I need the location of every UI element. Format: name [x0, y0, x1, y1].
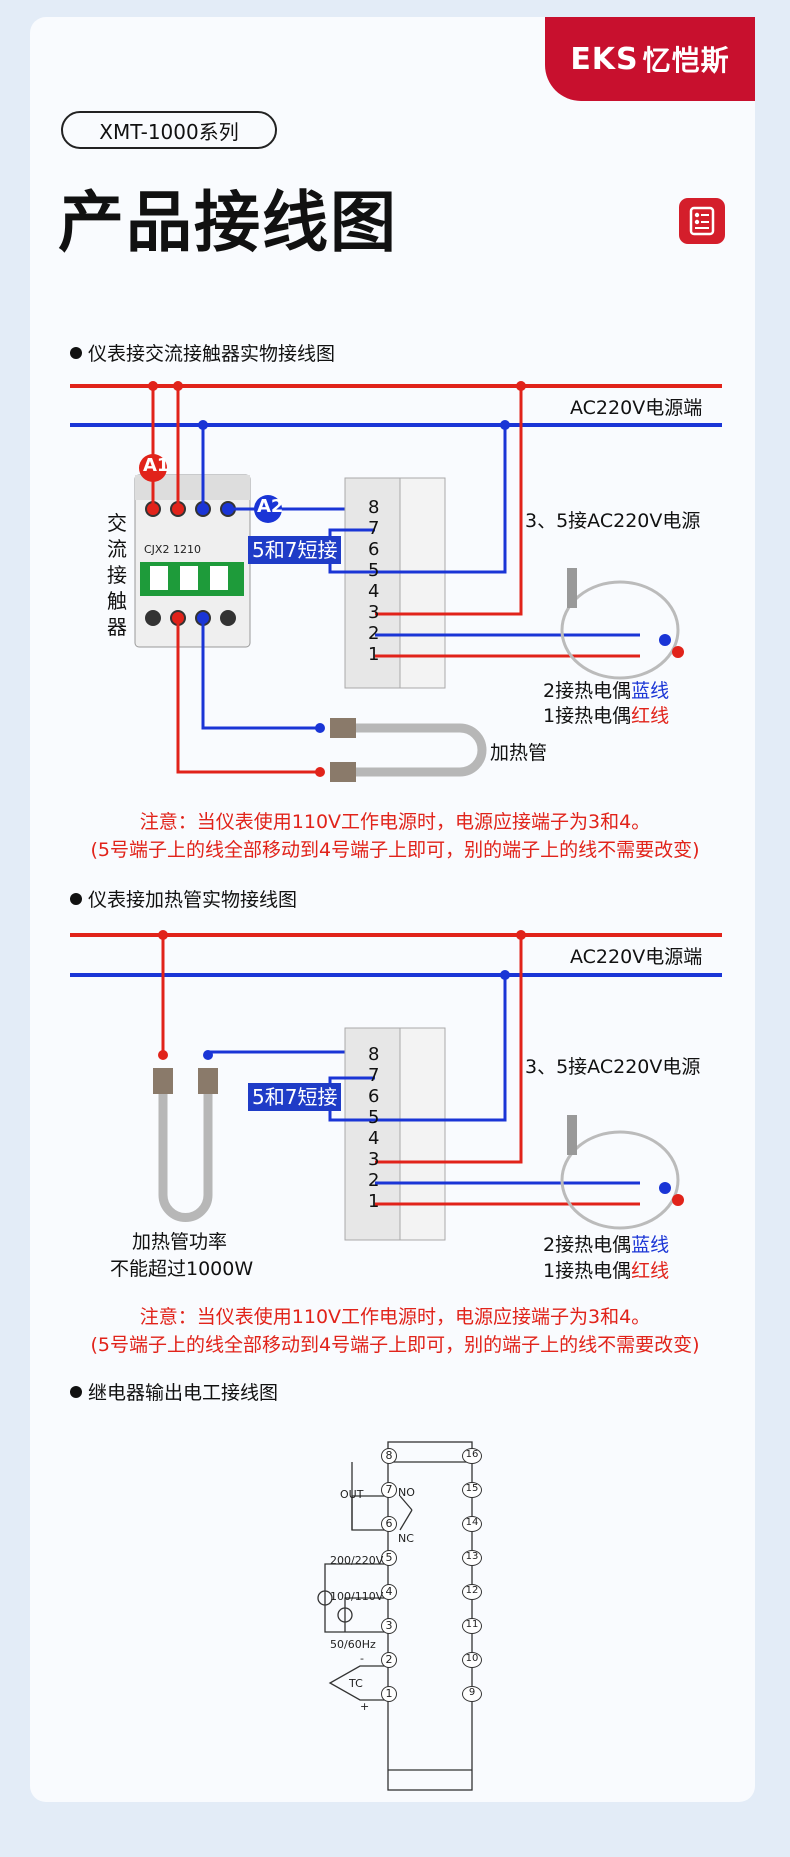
tc-blue-2: 2接热电偶蓝线: [543, 1234, 670, 1256]
note-1-line1: 注意：当仪表使用110V工作电源时，电源应接端子为3和4。: [139, 811, 651, 833]
heater-tube-1: [330, 718, 487, 782]
page-title: 产品接线图: [58, 184, 398, 261]
relay-tc: TC: [349, 1677, 363, 1690]
heater-label-2a: 加热管功率: [132, 1231, 228, 1253]
power-label-2: AC220V电源端: [570, 946, 703, 968]
heater-tube-2: [153, 1068, 218, 1222]
supply-note-2: 3、5接AC220V电源: [525, 1056, 701, 1078]
relay-110v: 100/110V: [330, 1590, 384, 1603]
relay-minus: -: [360, 1652, 364, 1665]
note-1-line2: (5号端子上的线全部移动到4号端子上即可，别的端子上的线不需要改变): [90, 839, 700, 861]
tc-blue-1: 2接热电偶蓝线: [543, 680, 670, 702]
thermocouple-2: [560, 1115, 684, 1230]
relay-nc: NC: [398, 1532, 414, 1545]
relay-no: NO: [398, 1486, 415, 1499]
tc-red-1: 1接热电偶红线: [543, 705, 670, 727]
a2-badge: A2: [257, 496, 284, 517]
heater-label-2b: 不能超过1000W: [110, 1258, 254, 1280]
note-2-line1: 注意：当仪表使用110V工作电源时，电源应接端子为3和4。: [139, 1306, 651, 1328]
a1-badge: A1: [143, 455, 170, 476]
series-tag: XMT-1000系列: [61, 111, 277, 149]
note-2-line2: (5号端子上的线全部移动到4号端子上即可，别的端子上的线不需要改变): [90, 1334, 700, 1356]
terminal-block-2: [344, 1027, 446, 1241]
relay-220v: 200/220V: [330, 1554, 384, 1567]
brand-logo: EKS 忆恺斯: [545, 17, 755, 101]
content-card: [30, 17, 755, 1802]
relay-plus: +: [360, 1700, 370, 1713]
section2-heading: 仪表接加热管实物接线图: [70, 885, 297, 912]
terminal-block-1: [344, 477, 446, 689]
short-label-2: 5和7短接: [248, 1083, 342, 1111]
brand-latin: EKS: [570, 41, 639, 77]
relay-schematic: [317, 1441, 473, 1791]
short-label-1: 5和7短接: [248, 536, 342, 564]
contactor-label: 交流接触器: [107, 511, 127, 639]
contactor-model: CJX2 1210: [144, 543, 201, 556]
wiring-icon: [679, 198, 725, 244]
tc-red-2: 1接热电偶红线: [543, 1260, 670, 1282]
power-label-1: AC220V电源端: [570, 397, 703, 419]
brand-chinese: 忆恺斯: [642, 44, 730, 77]
section3-heading: 继电器输出电工接线图: [70, 1378, 278, 1405]
relay-out: OUT: [340, 1488, 364, 1501]
heater-label-1: 加热管: [490, 742, 548, 764]
thermocouple-1: [560, 568, 684, 680]
relay-hz: 50/60Hz: [330, 1638, 376, 1651]
section1-heading: 仪表接交流接触器实物接线图: [70, 339, 335, 366]
supply-note-1: 3、5接AC220V电源: [525, 510, 701, 532]
